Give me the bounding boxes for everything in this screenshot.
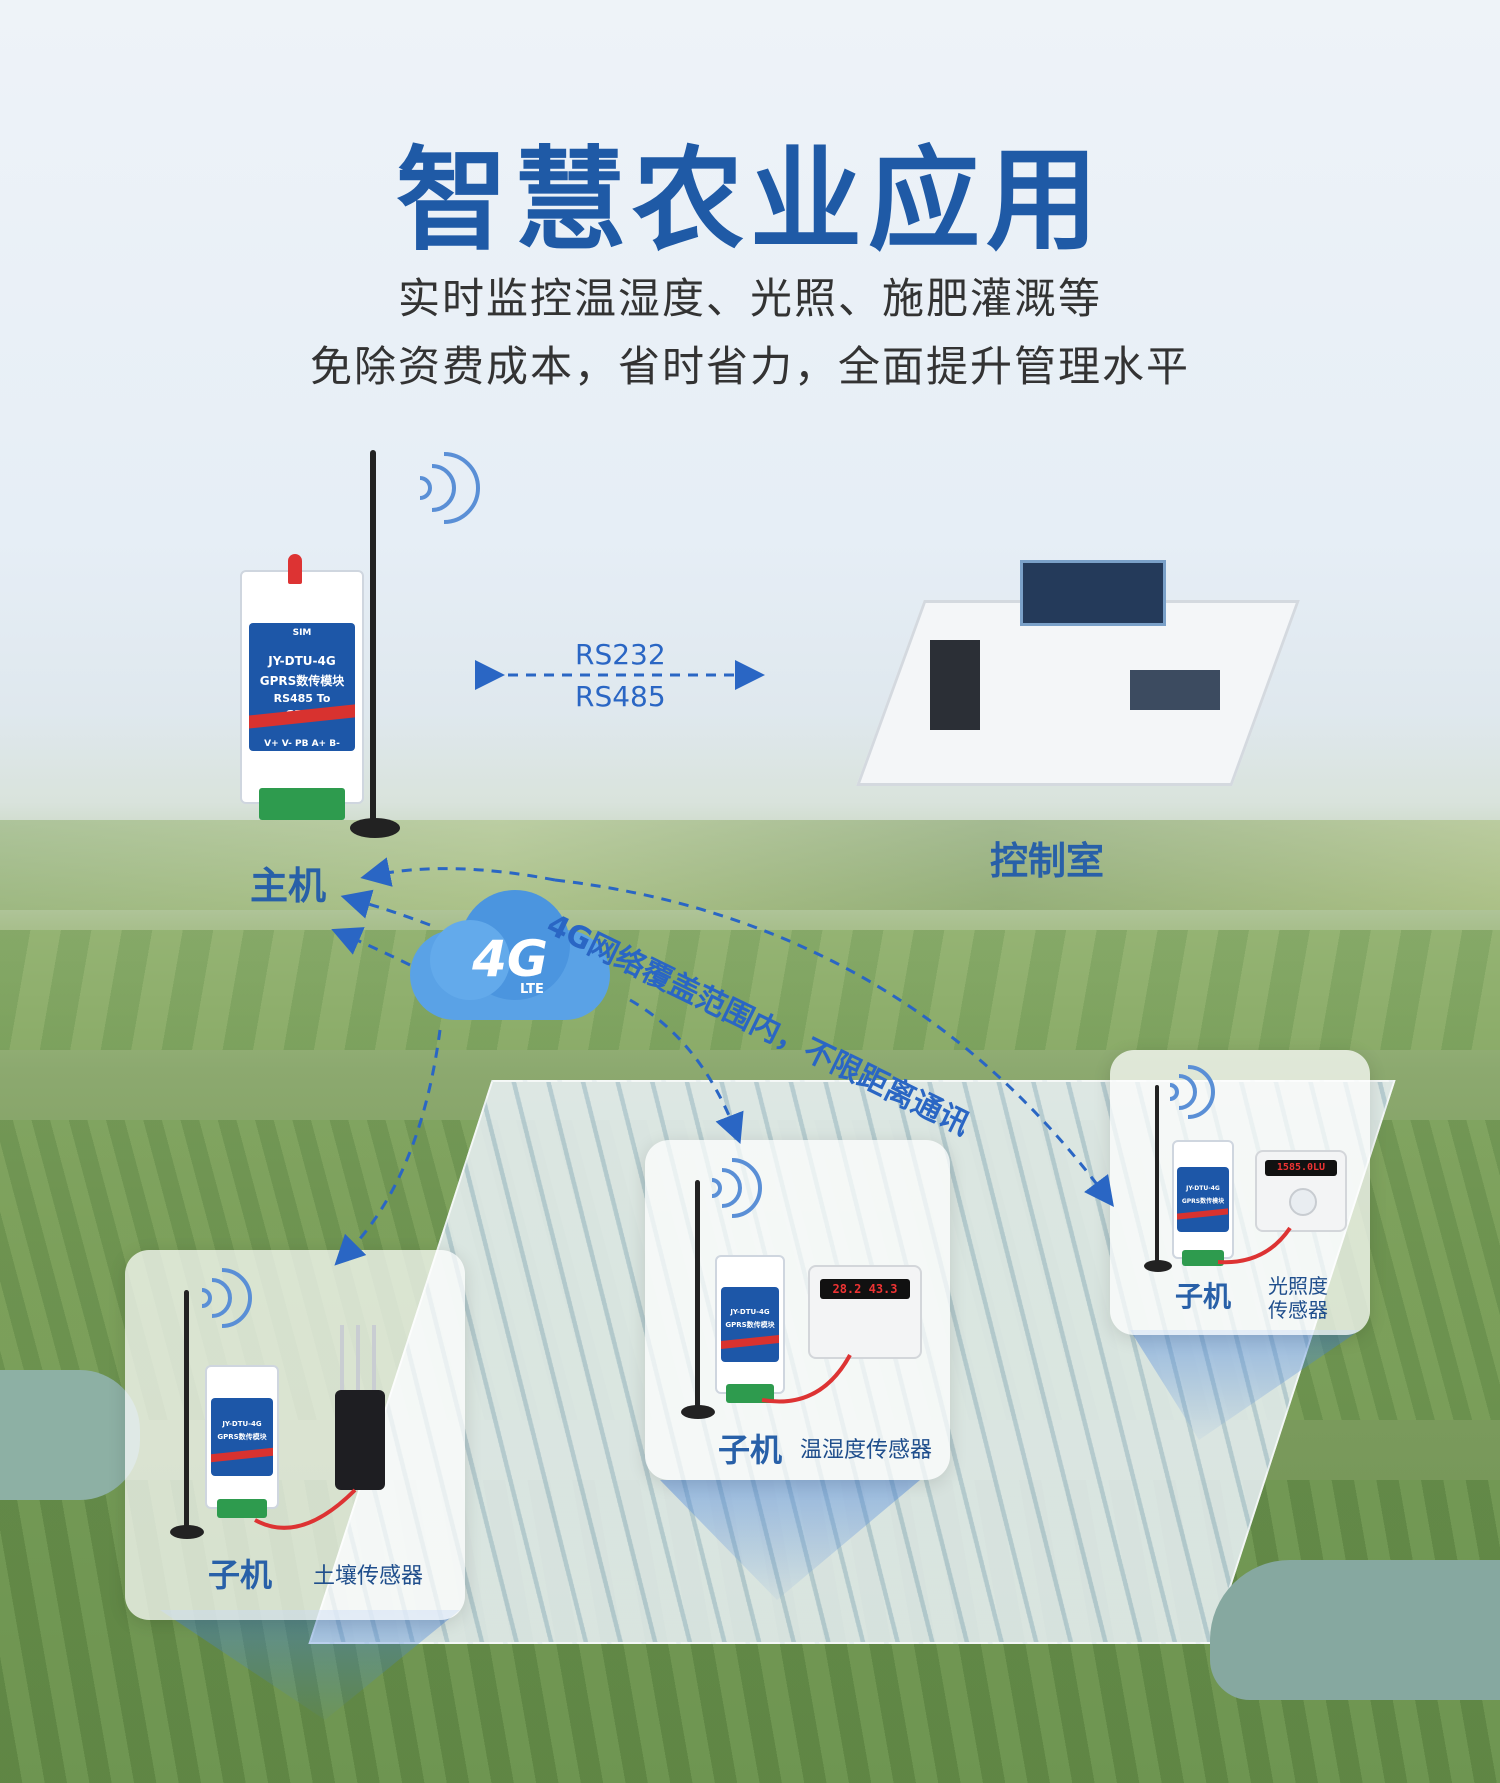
sensor-display: 1585.0LU	[1265, 1160, 1337, 1176]
badge-lte: LTE	[520, 982, 544, 997]
device-name: GPRS数传模块	[259, 673, 345, 688]
device-model: JY-DTU-4G	[222, 1419, 262, 1428]
control-room-label: 控制室	[990, 839, 1105, 883]
slave-card-soil	[125, 1250, 465, 1620]
terminal-block	[1182, 1250, 1224, 1267]
sensor-label: 温湿度传感器	[800, 1438, 933, 1463]
monitor-wall	[1020, 560, 1166, 626]
sensor-display: 28.2 43.3	[820, 1279, 910, 1299]
temp-humidity-sensor: 28.2 43.3	[808, 1265, 922, 1359]
slave-label: 子机	[718, 1431, 783, 1469]
device-name: GPRS数传模块	[1181, 1197, 1225, 1205]
antenna-base	[350, 818, 400, 838]
led-indicator	[287, 553, 302, 584]
device-model: JY-DTU-4G	[1186, 1185, 1220, 1193]
terminal-labels: V+ V- PB A+ B-	[264, 738, 340, 749]
device-model: JY-DTU-4G	[268, 653, 336, 668]
slave-dtu-device: JY-DTU-4G GPRS数传模块	[715, 1255, 785, 1403]
antenna-base	[1144, 1260, 1172, 1272]
soil-sensor	[335, 1390, 385, 1490]
slave-dtu-device: JY-DTU-4G GPRS数传模块	[205, 1365, 279, 1519]
pond	[1210, 1560, 1500, 1700]
soil-sensor-probes	[340, 1325, 380, 1390]
slave-dtu-device: JY-DTU-4G GPRS数传模块	[1172, 1140, 1234, 1267]
control-room-illustration	[856, 520, 1300, 810]
host-label: 主机	[250, 864, 327, 908]
antenna-base	[681, 1405, 715, 1419]
cloud-4g: 4G LTE	[390, 880, 630, 1030]
device-model: JY-DTU-4G	[730, 1307, 770, 1316]
terminal-block	[216, 1498, 268, 1519]
sensor-label: 土壤传感器	[313, 1564, 424, 1589]
sensor-label-line2: 传感器	[1268, 1298, 1328, 1322]
sensor-label-line1: 光照度	[1268, 1274, 1328, 1298]
terminal-block	[726, 1383, 774, 1403]
slave-label: 子机	[1175, 1280, 1232, 1313]
antenna	[1155, 1085, 1159, 1265]
page-title: 智慧农业应用	[396, 136, 1104, 266]
antenna	[184, 1290, 189, 1530]
host-dtu-device: SIM JY-DTU-4G GPRS数传模块 RS485 To GPRS V+ …	[240, 553, 364, 821]
pond	[0, 1370, 140, 1500]
subtitle-line-2: 免除资费成本，省时省力，全面提升管理水平	[309, 342, 1190, 391]
farmland	[0, 820, 1500, 910]
device-name: GPRS数传模块	[725, 1320, 775, 1329]
terminal-block	[258, 788, 346, 821]
antenna	[370, 450, 376, 830]
antenna-base	[170, 1525, 204, 1539]
sim-label: SIM	[292, 627, 312, 638]
subtitle-line-1: 实时监控温湿度、光照、施肥灌溉等	[397, 274, 1102, 323]
antenna	[695, 1180, 700, 1410]
slave-label: 子机	[208, 1556, 273, 1594]
farmland	[0, 930, 1500, 1050]
badge-4g: 4G	[472, 930, 548, 988]
light-sensor: 1585.0LU	[1255, 1150, 1347, 1232]
device-name: GPRS数传模块	[217, 1433, 267, 1442]
device-line1: RS485 To	[273, 692, 331, 706]
light-dome	[1289, 1188, 1317, 1216]
